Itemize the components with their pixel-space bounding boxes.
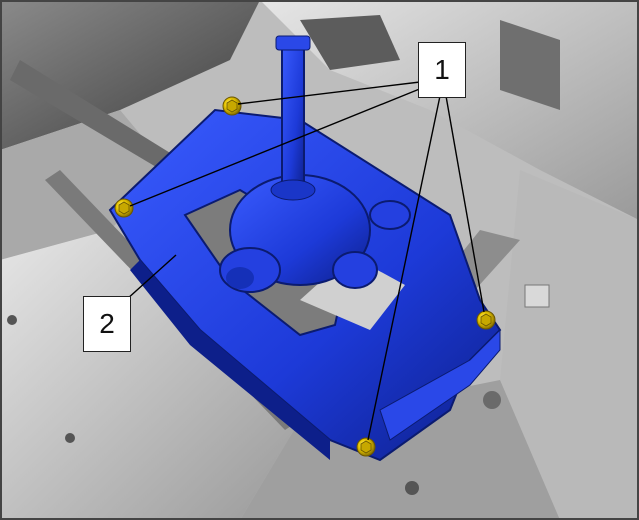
callout-label-bracket: 2: [99, 308, 115, 339]
callout-fasteners: 1: [418, 42, 466, 98]
callout-bracket: 2: [83, 296, 131, 352]
leader-line-1c: [367, 95, 441, 441]
hex-flange-bolt-icon: [222, 96, 242, 116]
fasteners: [114, 96, 496, 457]
hex-flange-bolt-icon: [476, 310, 496, 330]
leader-lines: [125, 81, 485, 441]
shifter-bracket: [108, 35, 502, 462]
leader-line-1b: [129, 87, 423, 207]
leader-line-2: [125, 254, 177, 301]
callout-label-fasteners: 1: [434, 54, 450, 85]
hex-flange-bolt-icon: [114, 198, 134, 218]
leader-line-1a: [237, 81, 421, 105]
leader-line-1d: [445, 95, 485, 313]
hex-flange-bolt-icon: [356, 437, 376, 457]
